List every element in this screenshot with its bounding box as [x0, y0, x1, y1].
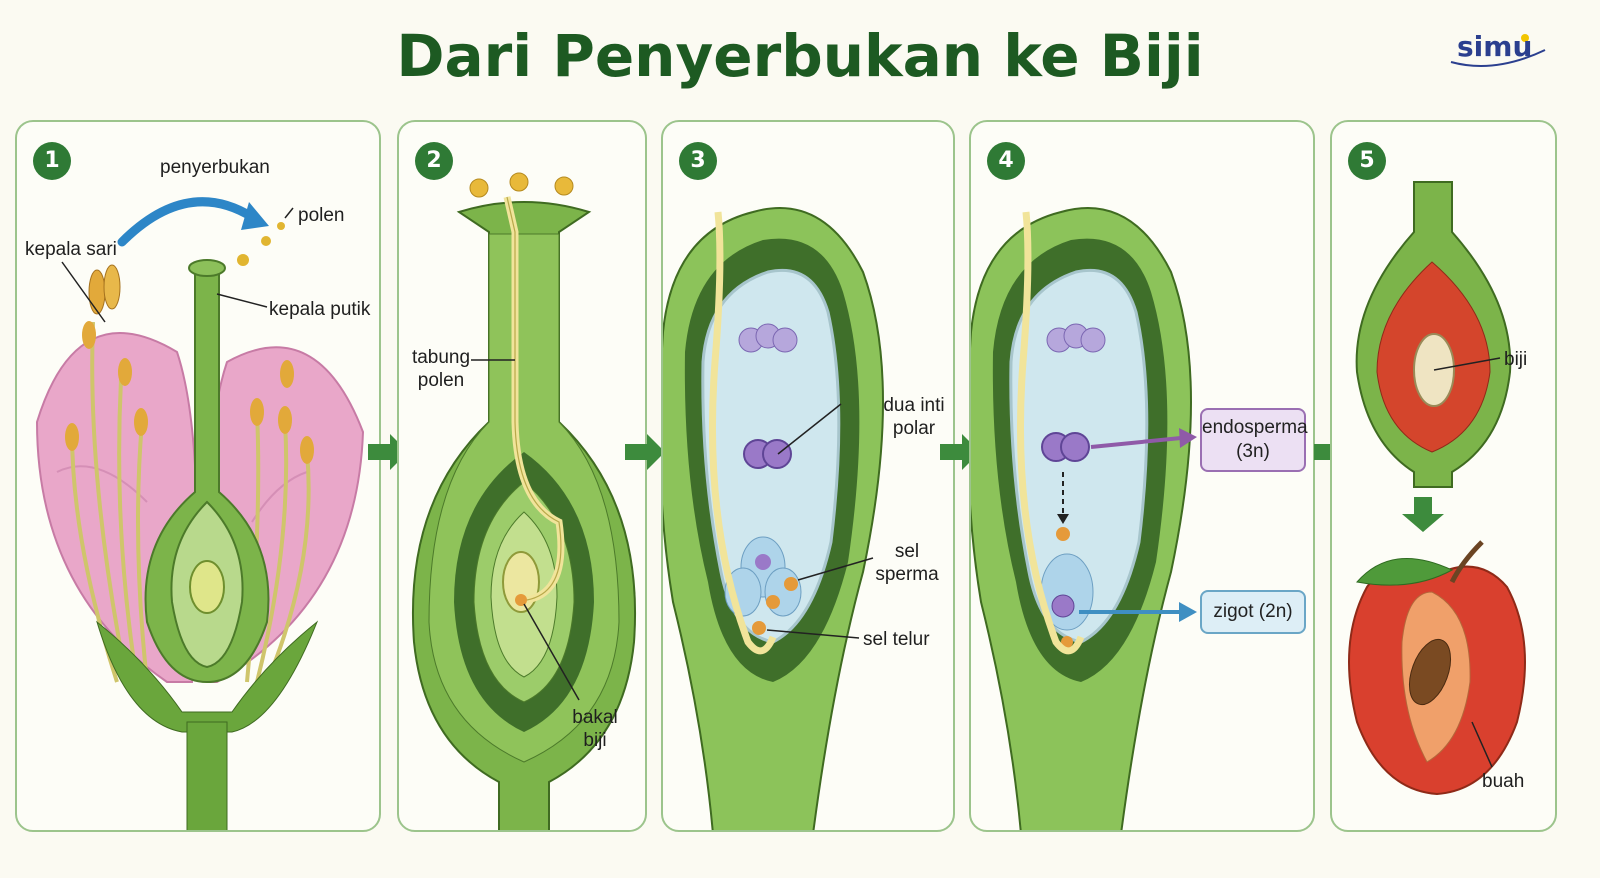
label-anther: kepala sari [25, 239, 117, 260]
zygote-box: zigot (2n) [1200, 590, 1306, 634]
label-fruit: buah [1482, 771, 1525, 792]
panel-2-pollen-tube: 2 tabung polen bakal biji [397, 120, 647, 832]
step-badge-1: 1 [33, 142, 71, 180]
step-badge-4: 4 [987, 142, 1025, 180]
endosperm-box: endosperma (3n) [1200, 408, 1308, 472]
label-sperm-cell-line2: sperma [875, 564, 939, 585]
seed-fruit-illustration [1348, 181, 1526, 796]
label-pollen-tube: tabung polen [411, 346, 471, 392]
label-pollen: polen [298, 205, 345, 226]
panel-4-double-fertilization: 4 endosperma (3n) zigot (2n) [969, 120, 1315, 832]
logo-text: simu [1457, 30, 1533, 63]
label-ovule-line1: bakal [572, 707, 618, 728]
label-polar-nuclei: dua inti polar [879, 394, 949, 440]
step-badge-2: 2 [415, 142, 453, 180]
label-seed: biji [1504, 349, 1528, 370]
step-badge-5: 5 [1348, 142, 1386, 180]
page-title: Dari Penyerbukan ke Biji [396, 22, 1204, 90]
label-egg-cell: sel telur [863, 629, 930, 650]
label-endosperm-line2: (3n) [1236, 441, 1270, 462]
logo-swoosh-icon [1450, 34, 1546, 67]
label-pollen-tube-line2: polen [417, 370, 465, 391]
label-polar-nuclei-line1: dua inti [883, 395, 945, 416]
label-pollination: penyerbukan [160, 157, 270, 178]
panel-5-seed-fruit: 5 biji buah [1330, 120, 1557, 832]
logo: simu [1445, 28, 1555, 72]
label-sperm-cell-line1: sel [894, 541, 920, 562]
label-ovule-line2: biji [583, 730, 607, 751]
pistil-section-illustration [411, 172, 637, 830]
label-polar-nuclei-line2: polar [892, 418, 936, 439]
fertilization-illustration [971, 207, 1197, 830]
label-sperm-cell: sel sperma [875, 540, 939, 586]
panel-1-pollination: 1 [15, 120, 381, 832]
step-badge-3: 3 [679, 142, 717, 180]
flower-illustration [35, 197, 365, 830]
label-endosperm-line1: endosperma [1202, 417, 1308, 438]
right-arrow-icon [625, 434, 665, 470]
panel-3-embryo-sac: 3 dua inti polar sel sperma sel telur [661, 120, 955, 832]
label-stigma: kepala putik [269, 299, 371, 320]
embryo-sac-illustration [663, 207, 884, 830]
label-pollen-tube-line1: tabung [411, 347, 471, 368]
label-ovule: bakal biji [565, 706, 625, 752]
